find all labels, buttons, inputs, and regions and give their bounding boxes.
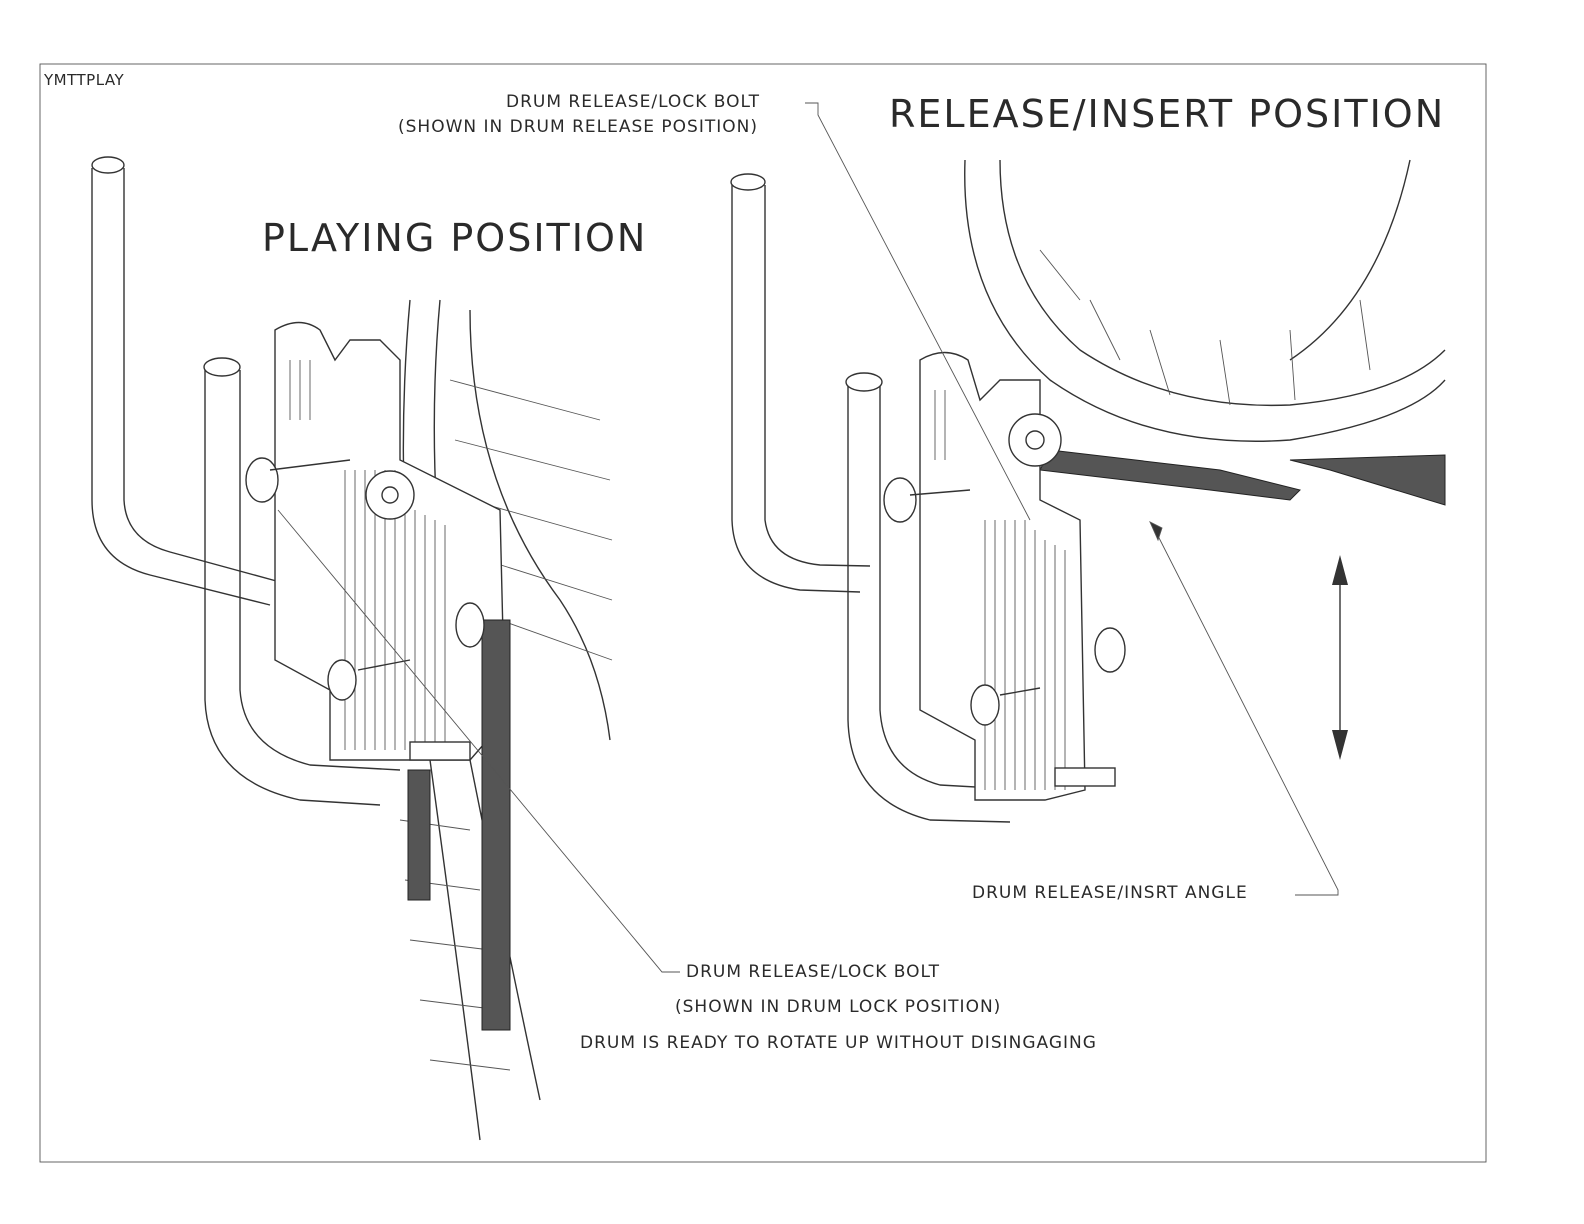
release-drum-edge	[1289, 454, 1446, 506]
release-stop-pin	[1054, 767, 1116, 787]
playing-drum-lugs	[399, 379, 613, 1071]
release-bolt-callout-line1: DRUM RELEASE/LOCK BOLT	[506, 92, 760, 112]
lock-bolt-callout-line1: DRUM RELEASE/LOCK BOLT	[686, 962, 940, 982]
lock-bolt-callout-line3: DRUM IS READY TO ROTATE UP WITHOUT DISIN…	[580, 1033, 1097, 1053]
playing-stop-pin	[409, 741, 471, 761]
release-drum-lugs	[1039, 249, 1371, 406]
left-tall-rod-cap	[91, 156, 125, 174]
release-thumbscrew-upper	[883, 477, 917, 523]
release-angle-callout: DRUM RELEASE/INSRT ANGLE	[972, 883, 1248, 903]
playing-bracket-ribs	[289, 360, 446, 750]
playing-lower-rod-1	[407, 769, 431, 901]
release-bracket-body	[919, 351, 1086, 801]
playing-lower-rod-2	[481, 619, 511, 1031]
release-thumbscrew-lower	[970, 684, 1000, 726]
release-bolt-callout-line2: (SHOWN IN DRUM RELEASE POSITION)	[398, 117, 758, 137]
playing-position-title: PLAYING POSITION	[262, 216, 648, 260]
release-position-illustration	[730, 159, 1446, 823]
playing-thumbscrew-lower	[327, 659, 357, 701]
left-tall-rod	[91, 168, 281, 606]
release-thumbscrew-side	[1094, 627, 1126, 673]
playing-thumbscrew-side	[455, 602, 485, 648]
right-tall-rod-cap	[730, 173, 766, 191]
release-position-title: RELEASE/INSERT POSITION	[889, 92, 1446, 136]
leader-release-angle	[1154, 529, 1339, 896]
release-bracket-ribs	[934, 390, 1066, 790]
release-drum-shell	[964, 159, 1446, 442]
leader-lines	[277, 102, 1339, 973]
right-front-rod-cap	[845, 372, 883, 392]
drawing-id: YMTTPLAY	[44, 71, 125, 89]
right-front-rod	[847, 385, 1031, 823]
rotation-double-arrow	[1332, 555, 1348, 760]
playing-thumbscrew-upper	[245, 457, 279, 503]
left-front-rod-cap	[203, 357, 241, 377]
lock-bolt-callout-line2: (SHOWN IN DRUM LOCK POSITION)	[675, 997, 1002, 1017]
leader-release-bolt	[805, 102, 1031, 521]
playing-bracket-body	[274, 321, 506, 761]
left-front-rod	[204, 370, 401, 806]
right-tall-rod	[731, 185, 871, 593]
leader-lock-bolt	[277, 509, 680, 973]
playing-position-illustration	[91, 156, 613, 1141]
release-hoop-rim	[1039, 449, 1301, 501]
sheet-border	[39, 63, 1487, 1163]
